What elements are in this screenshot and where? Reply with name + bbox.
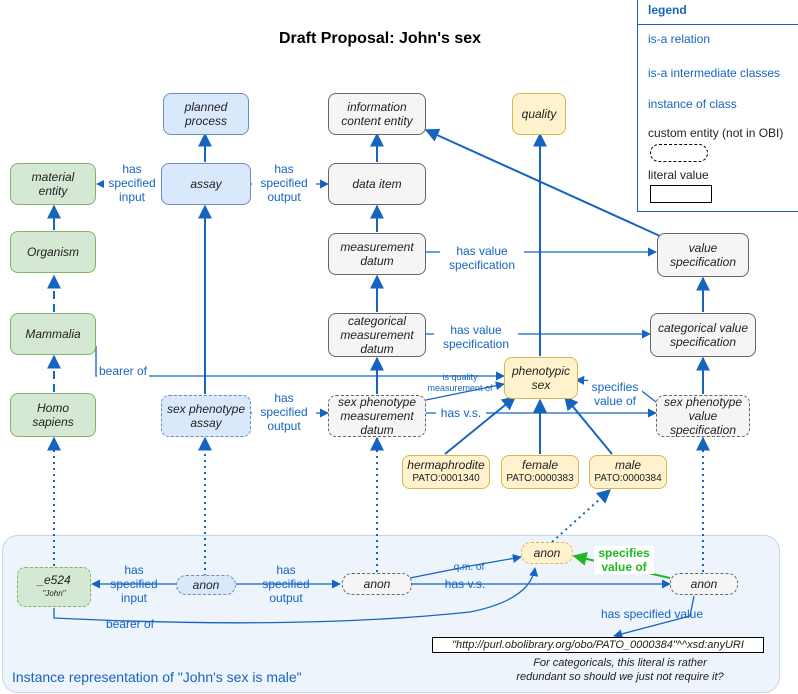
node-anon-assay[interactable]: anon: [176, 575, 236, 595]
edge-spmd-qm-of: [425, 381, 505, 401]
female-id: PATO:0000383: [506, 473, 574, 484]
edge-inst-bearer-of: [53, 567, 539, 624]
label-specifies-value-of: specifies value of: [588, 380, 642, 408]
label-inst-specifies-value-of: specifies value of: [594, 546, 654, 574]
legend-isa-label: is-a relation: [648, 32, 711, 46]
legend-literal-sample: [650, 185, 712, 203]
label-has-value-specification-1: has value specification: [440, 244, 524, 272]
node-anon-value[interactable]: anon: [670, 573, 738, 595]
label-has-specified-output: has specified output: [252, 162, 316, 204]
legend-panel: legend is-a relation is-a intermediate c…: [637, 0, 798, 212]
legend-literal-label: literal value: [648, 168, 709, 182]
label-has-vs: has v.s.: [436, 406, 486, 420]
edge-anon-quality-instance-of: [551, 489, 612, 543]
edge-inst-has-specified-value: [613, 595, 695, 639]
instance-title: Instance representation of "John's sex i…: [12, 669, 302, 685]
redundancy-note: For categoricals, this literal is rather…: [516, 657, 724, 683]
label-is-quality-measurement-of: is quality measurement of: [427, 372, 493, 393]
node-sex-phenotype-value-specification[interactable]: sex phenotype value specification: [656, 395, 750, 437]
legend-custom-label: custom entity (not in OBI): [648, 126, 784, 140]
node-categorical-measurement-datum[interactable]: categorical measurement datum: [328, 313, 426, 357]
edge-mammalia-bearer-of: [95, 346, 505, 381]
hermaphrodite-label: hermaphrodite: [407, 458, 485, 472]
male-id: PATO:0000384: [594, 473, 662, 484]
label-inst-qm-of: q.m. of: [453, 562, 485, 573]
label-inst-has-specified-input: has specified input: [110, 563, 158, 605]
node-categorical-value-specification[interactable]: categorical value specification: [650, 313, 756, 357]
node-value-specification[interactable]: value specification: [657, 233, 749, 277]
legend-isa-intermediate-label: is-a intermediate classes: [648, 66, 781, 80]
node-sex-phenotype-assay[interactable]: sex phenotype assay: [161, 395, 251, 437]
node-anon-quality[interactable]: anon: [521, 542, 573, 564]
label-inst-has-specified-output: has specified output: [262, 563, 310, 605]
label-has-specified-input: has specified input: [104, 162, 160, 204]
label-bearer-of: bearer of: [97, 364, 149, 378]
node-organism[interactable]: Organism: [10, 231, 96, 273]
node-data-item[interactable]: data item: [328, 163, 426, 205]
node-male[interactable]: male PATO:0000384: [589, 455, 667, 489]
label-inst-bearer-of: bearer of: [105, 617, 155, 631]
node-sex-phenotype-measurement-datum[interactable]: sex phenotype measurement datum: [328, 395, 426, 437]
node-assay[interactable]: assay: [161, 163, 251, 205]
node-information-content-entity[interactable]: information content entity: [328, 93, 426, 135]
label-has-specified-value: has specified value: [600, 607, 704, 621]
female-label: female: [521, 458, 559, 472]
node-quality[interactable]: quality: [512, 93, 566, 135]
legend-title: legend: [648, 3, 687, 17]
legend-divider: [638, 24, 798, 25]
literal-value-box: "http://purl.obolibrary.org/obo/PATO_000…: [432, 637, 764, 653]
node-e524[interactable]: _e524 "John": [17, 567, 91, 607]
node-female[interactable]: female PATO:0000383: [501, 455, 579, 489]
legend-custom-sample: [650, 144, 708, 162]
edge-inst-qm-of: [409, 553, 522, 579]
node-mammalia[interactable]: Mammalia: [10, 313, 96, 355]
node-phenotypic-sex[interactable]: phenotypic sex: [504, 357, 578, 399]
label-inst-has-vs: has v.s.: [444, 577, 486, 591]
edge-vs-isa-ice: [424, 128, 661, 237]
node-anon-datum[interactable]: anon: [342, 573, 412, 595]
node-material-entity[interactable]: material entity: [10, 163, 96, 205]
hermaphrodite-id: PATO:0001340: [412, 473, 480, 484]
male-label: male: [614, 458, 641, 472]
node-planned-process[interactable]: planned process: [163, 93, 249, 135]
edge-male-isa-phenosex: [564, 395, 613, 455]
node-homo-sapiens[interactable]: Homo sapiens: [10, 393, 96, 437]
edge-herm-isa-phenosex: [444, 396, 517, 455]
label-has-specified-output-2: has specified output: [252, 391, 316, 433]
label-has-value-specification-2: has value specification: [434, 323, 518, 351]
e524-name: "John": [42, 589, 66, 598]
diagram-title: Draft Proposal: John's sex: [278, 30, 482, 47]
node-hermaphrodite[interactable]: hermaphrodite PATO:0001340: [402, 455, 490, 489]
e524-label: _e524: [37, 573, 71, 587]
legend-instance-label: instance of class: [648, 97, 737, 111]
node-measurement-datum[interactable]: measurement datum: [328, 233, 426, 275]
